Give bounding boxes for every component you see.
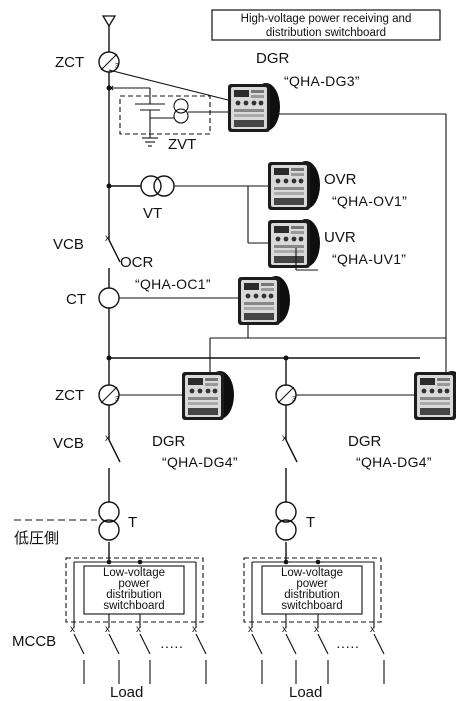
lv-feeders-left: x x x x	[70, 562, 207, 684]
svg-text:3: 3	[115, 396, 119, 403]
vt-symbol	[106, 175, 268, 244]
title-line-2: distribution switchboard	[266, 27, 386, 39]
svg-text:switchboard: switchboard	[103, 600, 164, 612]
svg-text:x: x	[192, 624, 197, 635]
dgr-left-name: DGR	[152, 433, 186, 450]
svg-text:x: x	[105, 433, 110, 444]
ct-symbol	[98, 287, 120, 309]
transformer-right	[275, 501, 297, 541]
zvt-unit	[109, 87, 232, 147]
ovr-model: “QHA-OV1”	[332, 193, 407, 209]
svg-text:x: x	[105, 233, 110, 244]
uvr-model: “QHA-UV1”	[332, 251, 406, 267]
feeder-ellipsis-left: ·····	[160, 638, 183, 654]
transformer-left	[98, 501, 120, 541]
title-box: High-voltage power receiving and distrib…	[211, 9, 441, 41]
svg-text:power: power	[118, 578, 149, 590]
svg-text:x: x	[282, 433, 287, 444]
feeder-ellipsis-right: ·····	[336, 638, 359, 654]
zct-top-label: ZCT	[55, 54, 84, 71]
lv-feeders-right: x x x x	[248, 562, 385, 684]
zct-bottom-right-symbol: 3	[275, 384, 297, 406]
svg-text:x: x	[136, 624, 141, 635]
main-incoming-line	[101, 15, 121, 562]
lv-board-right: Low-voltage power distribution switchboa…	[243, 557, 382, 623]
ocr-relay-icon	[238, 276, 290, 325]
low-voltage-side-label: 低圧側	[14, 530, 59, 547]
svg-text:x: x	[248, 624, 253, 635]
svg-text:power: power	[296, 578, 327, 590]
zvt-label: ZVT	[168, 136, 196, 153]
incoming-terminal-icon	[101, 15, 117, 28]
svg-text:3: 3	[292, 396, 296, 403]
dgr-right-name: DGR	[348, 433, 382, 450]
svg-text:distribution: distribution	[106, 589, 162, 601]
zct-top-symbol: 3	[98, 51, 120, 73]
dgr-top-model: “QHA-DG3”	[284, 73, 360, 89]
zct-bottom-label: ZCT	[55, 387, 84, 404]
uvr-relay-icon	[268, 219, 320, 268]
ovr-relay-icon	[268, 161, 320, 210]
svg-text:switchboard: switchboard	[281, 600, 342, 612]
t-right-label: T	[306, 514, 315, 531]
svg-text:Low-voltage: Low-voltage	[281, 567, 343, 579]
mccb-label: MCCB	[12, 633, 56, 650]
vcb-top-label: VCB	[53, 236, 84, 253]
ocr-model: “QHA-OC1”	[135, 276, 211, 292]
dgr-left-relay-icon	[182, 371, 234, 420]
vt-label: VT	[143, 205, 162, 222]
dgr-top-relay-icon	[228, 83, 280, 132]
ocr-name: OCR	[120, 254, 154, 271]
svg-text:x: x	[370, 624, 375, 635]
t-left-label: T	[128, 514, 137, 531]
dgr-right-relay-icon	[414, 371, 456, 420]
load-right-label: Load	[289, 684, 322, 701]
ct-label: CT	[66, 291, 86, 308]
lv-board-left: Low-voltage power distribution switchboa…	[65, 557, 204, 623]
uvr-name: UVR	[324, 229, 356, 246]
svg-text:Low-voltage: Low-voltage	[103, 567, 165, 579]
svg-text:x: x	[282, 624, 287, 635]
svg-text:x: x	[105, 624, 110, 635]
svg-text:x: x	[314, 624, 319, 635]
dgr-top-name: DGR	[256, 50, 290, 67]
zct-bottom-left-symbol: 3	[98, 384, 120, 406]
ovr-name: OVR	[324, 171, 357, 188]
vcb-bottom-label: VCB	[53, 435, 84, 452]
svg-text:distribution: distribution	[284, 589, 340, 601]
svg-text:3: 3	[115, 63, 119, 70]
dgr-right-model: “QHA-DG4”	[356, 454, 432, 470]
load-left-label: Load	[110, 684, 143, 701]
svg-text:x: x	[70, 624, 75, 635]
title-line-1: High-voltage power receiving and	[241, 13, 412, 25]
dgr-left-model: “QHA-DG4”	[162, 454, 238, 470]
